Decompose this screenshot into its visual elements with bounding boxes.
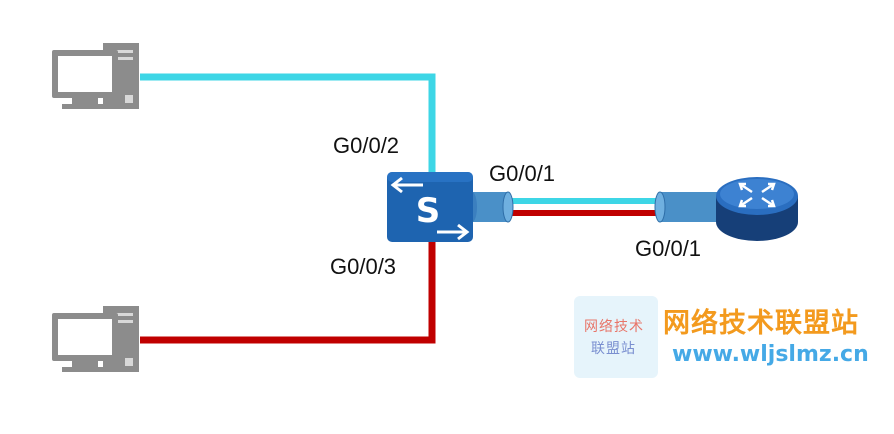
trunk-connector-router-side	[654, 191, 722, 223]
port-label-switch-g0-0-1: G0/0/1	[489, 161, 556, 186]
pc-icon	[52, 306, 139, 372]
pc-icon	[52, 43, 139, 109]
watermark-logo-line1: 网络技术	[584, 319, 644, 335]
port-label-router-g0-0-1: G0/0/1	[635, 236, 702, 261]
switch-icon: S	[387, 172, 473, 242]
watermark-title: 网络技术联盟站	[663, 308, 859, 339]
watermark-url: www.wljslmz.cn	[672, 342, 869, 367]
link-pc-bottom-to-switch	[140, 240, 436, 344]
router-icon	[716, 177, 798, 241]
port-label-switch-g0-0-2: G0/0/2	[333, 133, 400, 158]
watermark-logo: 网络技术 联盟站	[574, 296, 658, 378]
watermark-logo-line2: 联盟站	[591, 341, 636, 357]
port-label-switch-g0-0-3: G0/0/3	[330, 254, 397, 279]
switch-letter: S	[416, 191, 441, 231]
link-pc-top-to-switch	[140, 73, 436, 176]
trunk-connector-switch-side	[467, 191, 514, 223]
